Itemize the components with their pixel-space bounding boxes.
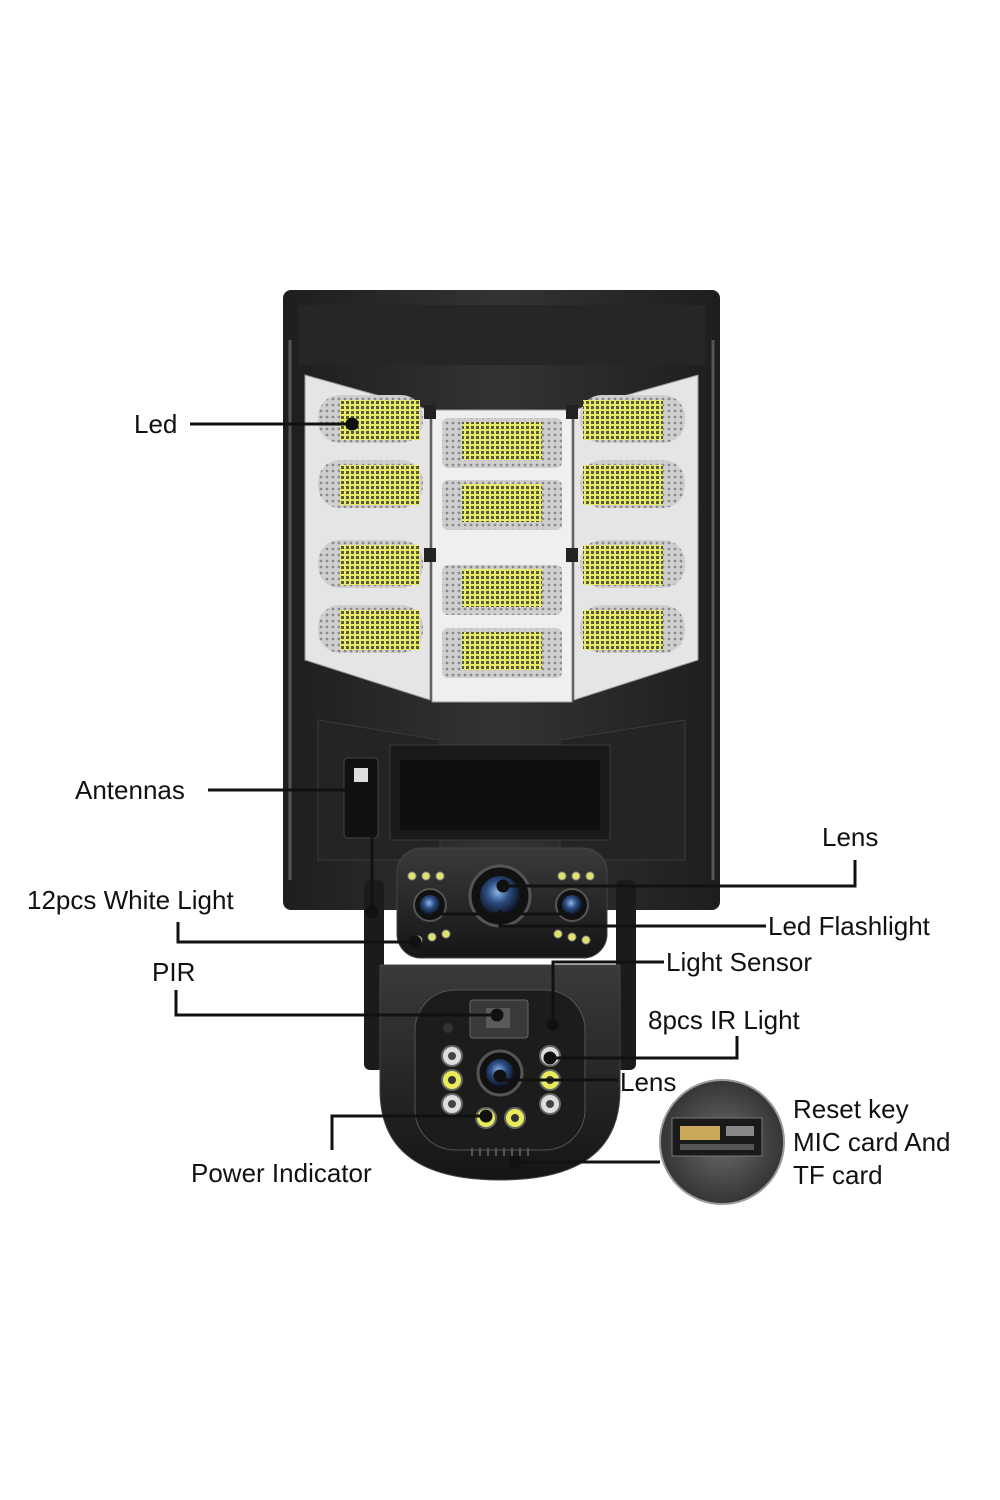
speaker-grille <box>471 1148 529 1156</box>
lower-bracket <box>317 719 686 861</box>
antenna-port <box>343 757 379 839</box>
label-white-light: 12pcs White Light <box>27 885 234 915</box>
led-array-left <box>318 395 423 653</box>
label-lens-top: Lens <box>822 822 879 852</box>
led-array-center <box>442 418 562 678</box>
label-ir-light: 8pcs IR Light <box>648 1005 800 1035</box>
label-reset-key: Reset key <box>793 1094 909 1124</box>
label-pir: PIR <box>152 957 196 987</box>
label-led: Led <box>134 409 178 439</box>
label-power-indicator: Power Indicator <box>191 1158 372 1188</box>
label-lens-bottom: Lens <box>620 1067 677 1097</box>
label-tf-card: TF card <box>793 1160 883 1190</box>
ir-lights <box>441 1045 561 1129</box>
label-antennas: Antennas <box>75 775 185 805</box>
camera-upper-module <box>364 847 636 1070</box>
led-panel <box>304 374 699 703</box>
label-led-flashlight: Led Flashlight <box>768 911 930 941</box>
white-light-leds <box>407 871 595 945</box>
callout-lines <box>174 417 857 1169</box>
label-mic-card: MIC card And <box>793 1127 951 1157</box>
label-light-sensor: Light Sensor <box>666 947 812 977</box>
led-array-right <box>580 395 685 653</box>
card-slot-inset <box>659 1079 785 1205</box>
